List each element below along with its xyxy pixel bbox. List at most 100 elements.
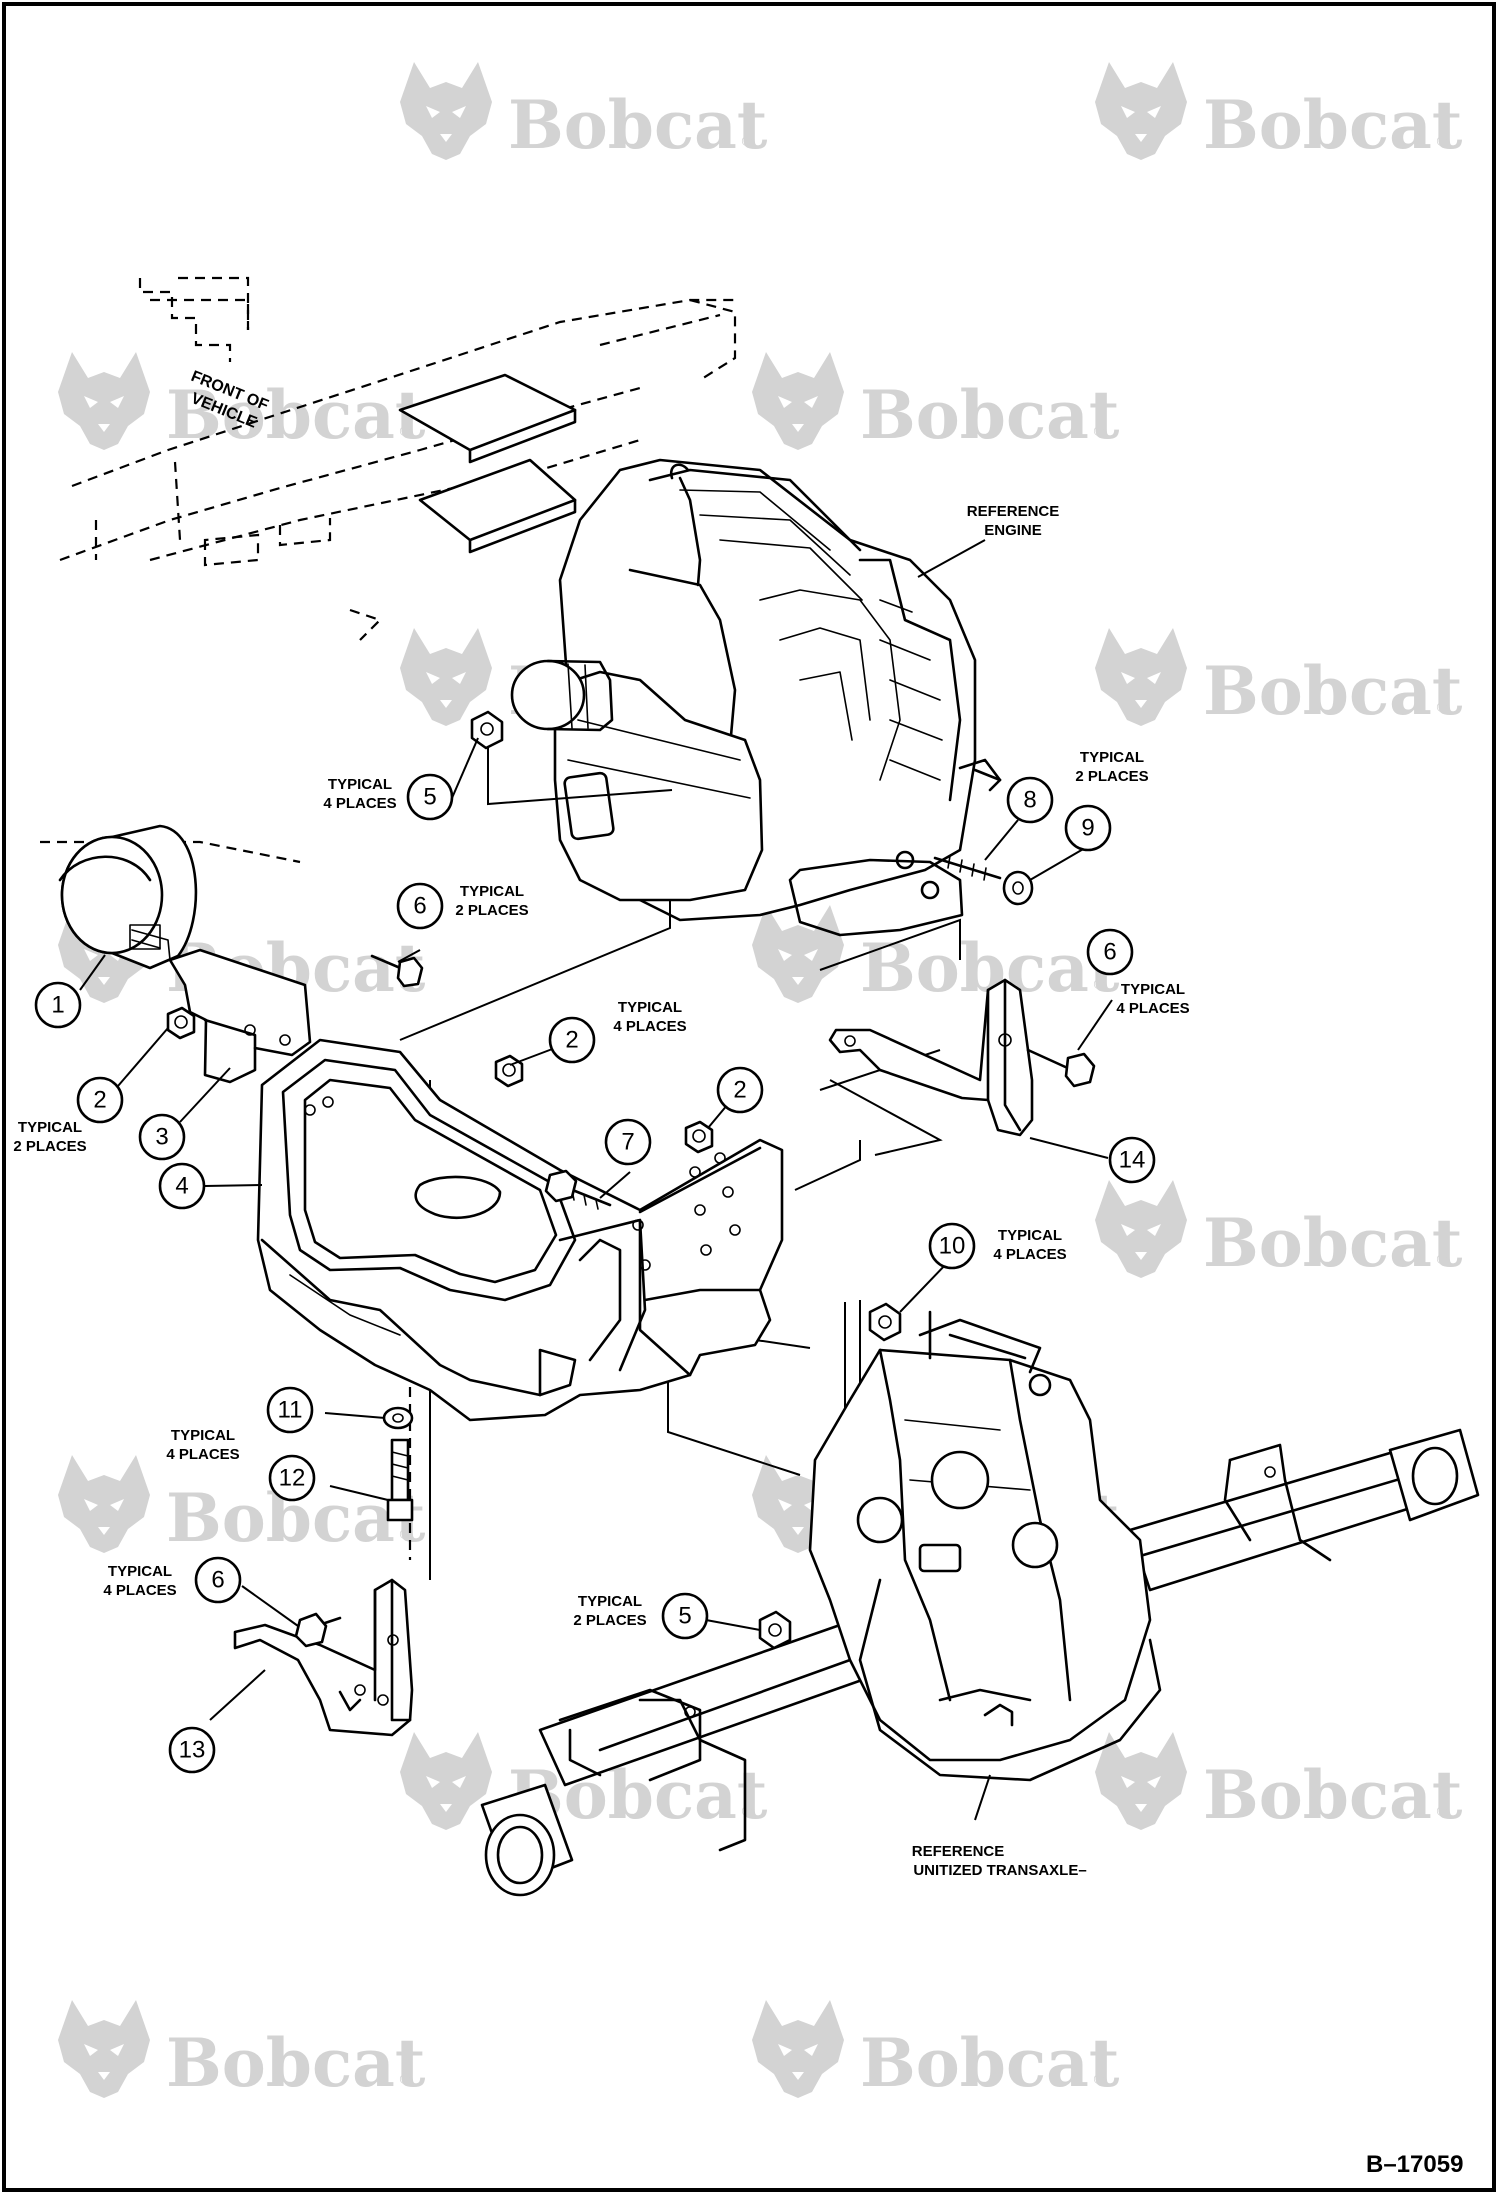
svg-text:®: ®: [1435, 1252, 1449, 1268]
svg-text:®: ®: [1092, 2072, 1106, 2088]
callout-6: 6: [194, 1556, 242, 1604]
watermark-logo: Bobcat®: [1095, 1732, 1463, 1834]
svg-text:6: 6: [1103, 939, 1116, 966]
svg-text:®: ®: [398, 1527, 412, 1543]
nut-icon: [470, 710, 504, 750]
note-reference-engine: REFERENCE ENGINE: [967, 503, 1060, 539]
watermark-logo: Bobcat®: [58, 352, 426, 454]
watermark-logo: Bobcat®: [400, 62, 768, 164]
svg-text:Bobcat: Bobcat: [1203, 86, 1463, 164]
svg-text:13: 13: [179, 1737, 206, 1764]
callout-10: 10: [928, 1222, 976, 1270]
watermark-logo: Bobcat®: [752, 2000, 1120, 2102]
callout-2: 2: [548, 1016, 596, 1064]
svg-text:®: ®: [1435, 1804, 1449, 1820]
callout-12: 12: [268, 1454, 316, 1502]
svg-text:®: ®: [398, 2072, 412, 2088]
svg-text:TYPICAL: TYPICAL: [108, 1563, 172, 1580]
svg-text:2 PLACES: 2 PLACES: [455, 902, 528, 919]
note-typical-places: TYPICAL 4 PLACES: [323, 776, 396, 812]
svg-text:9: 9: [1081, 815, 1094, 842]
callout-4: 4: [158, 1162, 206, 1210]
svg-text:TYPICAL: TYPICAL: [998, 1227, 1062, 1244]
svg-text:TYPICAL: TYPICAL: [328, 776, 392, 793]
bolt-icon: [386, 1438, 414, 1522]
floor-plate-lower: [418, 458, 577, 542]
note-typical-places: TYPICAL 2 PLACES: [13, 1119, 86, 1155]
reference-unitized-transaxle: [480, 1310, 1480, 1897]
svg-text:4 PLACES: 4 PLACES: [613, 1018, 686, 1035]
callout-6: 6: [1086, 928, 1134, 976]
vehicle-frame-phantom: [40, 276, 740, 864]
annotation-notes: REFERENCE ENGINE TYPICAL 4 PLACES TYPICA…: [13, 503, 1189, 1879]
watermark-logo: Bobcat®: [1095, 62, 1463, 164]
svg-text:2 PLACES: 2 PLACES: [573, 1612, 646, 1629]
note-typical-places: TYPICAL 4 PLACES: [613, 999, 686, 1035]
svg-text:3: 3: [155, 1124, 168, 1151]
svg-text:4: 4: [175, 1173, 188, 1200]
svg-text:6: 6: [413, 893, 426, 920]
svg-text:14: 14: [1119, 1147, 1146, 1174]
svg-text:Bobcat: Bobcat: [860, 376, 1120, 454]
floor-plate-upper: [398, 373, 577, 452]
callout-13: 13: [168, 1726, 216, 1774]
svg-text:ENGINE: ENGINE: [984, 522, 1042, 539]
svg-text:2 PLACES: 2 PLACES: [13, 1138, 86, 1155]
svg-text:®: ®: [1092, 424, 1106, 440]
svg-text:TYPICAL: TYPICAL: [18, 1119, 82, 1136]
callout-7: 7: [604, 1118, 652, 1166]
svg-text:4 PLACES: 4 PLACES: [1116, 1000, 1189, 1017]
callout-9: 9: [1064, 804, 1112, 852]
svg-text:®: ®: [398, 424, 412, 440]
svg-text:7: 7: [621, 1129, 634, 1156]
callout-bubbles: 1 2 3 4 5 6 2 2 7 8 9 6 14 10 11 12 6 13…: [34, 773, 1156, 1774]
fasteners: [166, 710, 1096, 1650]
nut-icon: [868, 1302, 902, 1342]
svg-text:®: ®: [1092, 977, 1106, 993]
note-typical-places: TYPICAL 4 PLACES: [1116, 981, 1189, 1017]
stud-icon: [933, 768, 1002, 881]
callout-3: 3: [138, 1113, 186, 1161]
bolt-icon: [370, 954, 424, 988]
transaxle-emblem: [918, 1543, 962, 1573]
svg-text:2 PLACES: 2 PLACES: [1075, 768, 1148, 785]
nut-icon: [758, 1610, 792, 1650]
svg-text:REFERENCE: REFERENCE: [912, 1843, 1005, 1860]
svg-text:UNITIZED TRANSAXLE–: UNITIZED TRANSAXLE–: [913, 1862, 1086, 1879]
svg-text:®: ®: [1435, 700, 1449, 716]
callout-2: 2: [716, 1066, 764, 1114]
note-typical-places: TYPICAL 2 PLACES: [1075, 749, 1148, 785]
part-4-engine-mount-plate: [256, 1038, 784, 1422]
svg-text:5: 5: [678, 1603, 691, 1630]
svg-text:Bobcat: Bobcat: [1203, 652, 1463, 730]
svg-text:2: 2: [733, 1077, 746, 1104]
svg-text:TYPICAL: TYPICAL: [618, 999, 682, 1016]
svg-text:®: ®: [740, 1804, 754, 1820]
svg-text:2: 2: [93, 1087, 106, 1114]
svg-text:6: 6: [211, 1567, 224, 1594]
figure-id: B–17059: [1366, 2151, 1463, 2178]
svg-text:REFERENCE: REFERENCE: [967, 503, 1060, 520]
note-typical-places: TYPICAL 4 PLACES: [166, 1427, 239, 1463]
nut-icon: [684, 1120, 714, 1154]
svg-text:11: 11: [278, 1397, 303, 1424]
callout-11: 11: [266, 1386, 314, 1434]
watermark-logo: Bobcat®: [58, 1455, 426, 1557]
svg-text:TYPICAL: TYPICAL: [1080, 749, 1144, 766]
callout-14: 14: [1108, 1136, 1156, 1184]
callout-5: 5: [406, 773, 454, 821]
svg-text:Bobcat: Bobcat: [166, 376, 426, 454]
svg-text:Bobcat: Bobcat: [1203, 1756, 1463, 1834]
leader-lines: [79, 539, 1113, 1821]
callout-1: 1: [34, 981, 82, 1029]
svg-text:8: 8: [1023, 787, 1036, 814]
reference-engine: [510, 458, 1002, 937]
svg-text:10: 10: [939, 1233, 966, 1260]
part-13-bracket: [233, 1578, 414, 1737]
svg-text:TYPICAL: TYPICAL: [171, 1427, 235, 1444]
watermark-logo: Bobcat®: [1095, 628, 1463, 730]
svg-text:4 PLACES: 4 PLACES: [103, 1582, 176, 1599]
svg-text:Bobcat: Bobcat: [508, 86, 768, 164]
